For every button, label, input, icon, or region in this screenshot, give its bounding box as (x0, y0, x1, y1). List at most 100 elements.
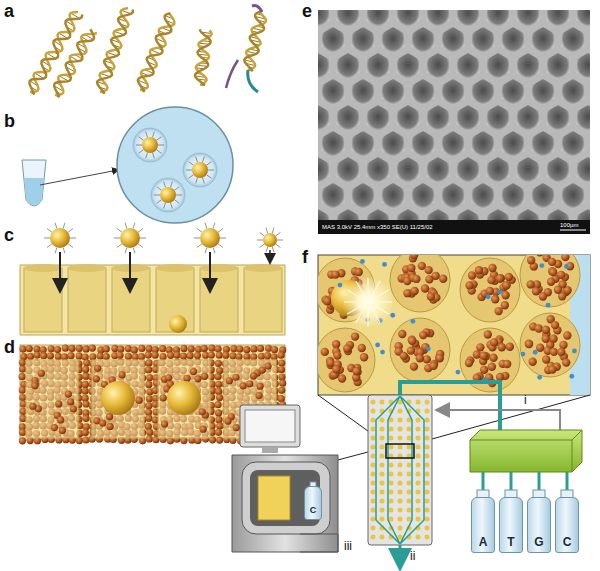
well-dot (371, 517, 376, 522)
enzyme-bead (423, 355, 431, 363)
well (457, 53, 480, 79)
dna-fragment (156, 137, 161, 141)
reagent-bottle: C (304, 486, 322, 520)
well (502, 183, 525, 209)
nucleotide (380, 350, 385, 355)
well (382, 27, 405, 53)
enzyme-bead (34, 351, 41, 358)
well-dot (425, 418, 430, 423)
zoom-box (386, 444, 414, 458)
well (487, 105, 510, 131)
well (200, 268, 238, 332)
enzyme-bead (145, 359, 152, 366)
enzyme-bead (173, 352, 180, 359)
enzyme-bead (497, 274, 505, 282)
dna-strands (29, 6, 266, 98)
enzyme-bead (145, 366, 152, 373)
well-dot (389, 436, 394, 441)
well-dot (371, 400, 376, 405)
nucleotide (360, 259, 365, 264)
dna-fragment (114, 238, 120, 239)
nucleotide (572, 349, 577, 354)
enzyme-bead (542, 325, 550, 333)
enzyme-bead (160, 394, 167, 401)
enzyme-bead (360, 353, 368, 361)
enzyme-bead (439, 275, 447, 283)
well-dot (398, 418, 403, 423)
dna-fragment (152, 132, 154, 138)
enzyme-bead (338, 374, 346, 382)
enzyme-bead (200, 426, 207, 433)
well-dot (407, 436, 412, 441)
well (367, 157, 390, 183)
enzyme-bead (89, 353, 96, 360)
enzyme-bead (106, 413, 113, 420)
well-mouth (200, 264, 238, 272)
well (520, 255, 580, 307)
well (487, 209, 510, 220)
dna-fragment (133, 223, 135, 229)
well (397, 53, 420, 79)
adaptor (248, 70, 258, 92)
well (397, 105, 420, 131)
well-dot (380, 463, 385, 468)
enzyme-bead (407, 264, 415, 272)
panel-letter: c (4, 226, 14, 244)
enzyme-bead (278, 366, 285, 373)
well (367, 53, 390, 79)
dna-fragment (202, 157, 204, 163)
nucleotide (426, 346, 431, 351)
well (158, 360, 210, 438)
enzyme-bead (355, 268, 363, 276)
dna-fragment (47, 244, 52, 248)
enzyme-bead (190, 368, 197, 375)
well (577, 209, 590, 220)
well-dot (425, 463, 430, 468)
enzyme-bead (216, 436, 223, 443)
dna-fragment (133, 248, 135, 254)
well-dot (416, 472, 421, 477)
enzyme-bead (412, 275, 420, 283)
enzyme-bead (256, 383, 263, 390)
enzyme-bead (145, 381, 152, 388)
well (547, 53, 570, 79)
reagent-tubes (483, 472, 567, 492)
step-number: iii (344, 540, 352, 552)
enzyme-bead (214, 345, 221, 352)
well-dot (416, 427, 421, 432)
enzyme-bead (83, 345, 90, 352)
well (382, 79, 405, 105)
well (337, 209, 360, 220)
well-dot (380, 454, 385, 459)
enzyme-bead (19, 373, 26, 380)
well (337, 10, 360, 27)
flow-cell (368, 395, 432, 545)
adaptor (252, 6, 262, 12)
well (412, 79, 435, 105)
dna-fragment (202, 178, 204, 184)
well-dot (371, 472, 376, 477)
well (562, 131, 585, 157)
step-number: ii (410, 550, 415, 562)
enzyme-bead (29, 403, 36, 410)
enzyme-bead (465, 359, 473, 367)
enzyme-bead (214, 401, 221, 408)
enzyme-bead (167, 352, 174, 359)
well (577, 10, 590, 27)
well-dot (371, 436, 376, 441)
well-dot (416, 463, 421, 468)
well (427, 157, 450, 183)
dna-fragment (186, 170, 192, 171)
enzyme-bead (333, 351, 341, 359)
enzyme-bead (222, 352, 229, 359)
bottle-label: T (507, 536, 514, 552)
dna-fragment (206, 175, 211, 179)
well (24, 268, 62, 332)
well-dot (398, 409, 403, 414)
well (352, 131, 375, 157)
nucleotide (338, 283, 343, 288)
enzyme-bead (138, 345, 145, 352)
enzyme-bead (145, 351, 152, 358)
well-dot (371, 409, 376, 414)
well (442, 27, 465, 53)
